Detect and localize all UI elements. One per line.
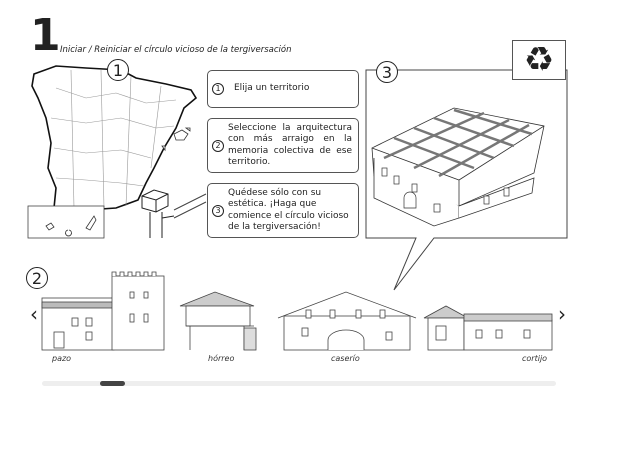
spain-map-icon[interactable] [26, 58, 206, 240]
carousel-scrollbar[interactable] [42, 381, 556, 386]
architecture-carousel [41, 271, 553, 351]
step-text: Seleccione la arquitectura con más arrai… [228, 122, 352, 168]
marker-3: 3 [376, 61, 398, 83]
horreo-building[interactable] [179, 291, 257, 351]
carousel-scrollbar-thumb[interactable] [100, 381, 125, 386]
item-label-caserio[interactable]: caserío [331, 354, 360, 363]
cortijo-building[interactable] [423, 305, 553, 351]
architecture-panel [365, 69, 568, 291]
step-box-1: 1 Elija un territorio [207, 70, 359, 108]
step-text: Quédese sólo con su estética. ¡Haga que … [228, 187, 349, 233]
step-number-badge: 2 [212, 139, 224, 152]
carousel-next-button[interactable]: › [558, 302, 566, 326]
carousel-prev-button[interactable]: ‹ [30, 302, 38, 326]
pazo-building[interactable] [41, 271, 165, 351]
marker-1: 1 [107, 59, 129, 81]
recycle-icon[interactable]: ♻ [512, 40, 566, 80]
step-number-badge: 1 [212, 83, 224, 95]
marker-2: 2 [26, 267, 48, 289]
item-label-horreo[interactable]: hórreo [208, 354, 235, 363]
subtitle: Iniciar / Reiniciar el círculo vicioso d… [60, 45, 292, 55]
step-number: 1 [30, 10, 61, 61]
step-number-badge: 3 [212, 204, 224, 217]
caserio-building[interactable] [277, 291, 417, 351]
item-label-cortijo[interactable]: cortijo [522, 354, 548, 363]
step-box-3: 3 Quédese sólo con su estética. ¡Haga qu… [207, 183, 359, 238]
box-head-character-icon [141, 189, 207, 238]
item-label-pazo[interactable]: pazo [52, 354, 72, 363]
step-box-2: 2 Seleccione la arquitectura con más arr… [207, 118, 359, 173]
step-text: Elija un territorio [234, 83, 310, 94]
